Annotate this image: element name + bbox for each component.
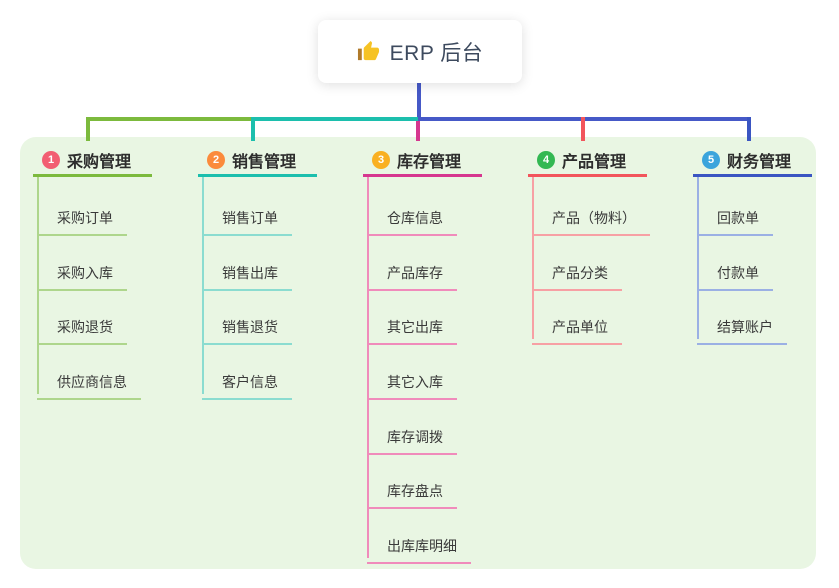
branch-header[interactable]: 3 库存管理 (363, 145, 482, 177)
root-connector-line (417, 83, 421, 121)
branch-number-badge: 2 (207, 150, 225, 169)
child-label: 库存调拨 (387, 429, 443, 445)
child-item[interactable]: 客户信息 (202, 348, 292, 400)
child-item[interactable]: 销售退货 (202, 293, 292, 345)
child-item[interactable]: 销售出库 (202, 239, 292, 291)
child-label: 出库库明细 (387, 538, 457, 554)
branch-connector-line (37, 177, 39, 394)
branch-label: 产品管理 (562, 153, 627, 171)
child-item[interactable]: 采购订单 (37, 184, 127, 236)
child-label: 产品库存 (387, 265, 443, 281)
child-item[interactable]: 仓库信息 (367, 184, 457, 236)
branch-number-badge: 4 (537, 150, 555, 169)
child-label: 采购订单 (57, 210, 113, 226)
child-item[interactable]: 产品单位 (532, 293, 622, 345)
branch-header[interactable]: 2 销售管理 (198, 145, 317, 177)
group-panel (20, 137, 816, 569)
child-item[interactable]: 采购退货 (37, 293, 127, 345)
child-label: 产品单位 (552, 319, 608, 335)
branch-header[interactable]: 5 财务管理 (693, 145, 812, 177)
child-label: 产品分类 (552, 265, 608, 281)
child-label: 供应商信息 (57, 374, 127, 390)
child-label: 销售出库 (222, 265, 278, 281)
child-label: 产品（物料） (552, 210, 636, 226)
child-item[interactable]: 出库库明细 (367, 512, 471, 564)
branch-number-badge: 3 (372, 150, 390, 169)
child-item[interactable]: 回款单 (697, 184, 773, 236)
branch-label: 库存管理 (397, 153, 462, 171)
root-node[interactable]: ERP 后台 (318, 20, 522, 83)
child-item[interactable]: 库存盘点 (367, 457, 457, 509)
child-label: 回款单 (717, 210, 759, 226)
child-item[interactable]: 其它出库 (367, 293, 457, 345)
branch-header[interactable]: 4 产品管理 (528, 145, 647, 177)
child-label: 客户信息 (222, 374, 278, 390)
root-title: ERP 后台 (389, 41, 484, 65)
child-item[interactable]: 产品库存 (367, 239, 457, 291)
child-label: 其它入库 (387, 374, 443, 390)
child-label: 采购入库 (57, 265, 113, 281)
child-label: 采购退货 (57, 319, 113, 335)
child-label: 库存盘点 (387, 483, 443, 499)
connector-drop-2 (251, 117, 255, 141)
branch-number-badge: 1 (42, 150, 60, 169)
child-label: 付款单 (717, 265, 759, 281)
child-label: 结算账户 (717, 319, 773, 335)
child-item[interactable]: 采购入库 (37, 239, 127, 291)
connector-h-segment-1 (86, 117, 253, 121)
connector-drop-3 (416, 121, 420, 141)
connector-drop-5 (747, 117, 751, 141)
child-item[interactable]: 付款单 (697, 239, 773, 291)
child-item[interactable]: 其它入库 (367, 348, 457, 400)
connector-h-segment-2 (253, 117, 418, 121)
thumbs-up-icon (357, 40, 380, 63)
child-item[interactable]: 产品（物料） (532, 184, 650, 236)
branch-connector-line (202, 177, 204, 394)
child-item[interactable]: 库存调拨 (367, 403, 457, 455)
child-item[interactable]: 产品分类 (532, 239, 622, 291)
branch-number-badge: 5 (702, 150, 720, 169)
branch-connector-line (532, 177, 534, 339)
child-label: 其它出库 (387, 319, 443, 335)
branch-label: 财务管理 (727, 153, 792, 171)
child-label: 仓库信息 (387, 210, 443, 226)
child-item[interactable]: 销售订单 (202, 184, 292, 236)
connector-drop-4 (581, 117, 585, 141)
branch-label: 销售管理 (232, 153, 297, 171)
branch-connector-line (697, 177, 699, 339)
branch-header[interactable]: 1 采购管理 (33, 145, 152, 177)
connector-drop-1 (86, 117, 90, 141)
child-item[interactable]: 结算账户 (697, 293, 787, 345)
branch-connector-line (367, 177, 369, 558)
child-item[interactable]: 供应商信息 (37, 348, 141, 400)
branch-label: 采购管理 (67, 153, 132, 171)
child-label: 销售退货 (222, 319, 278, 335)
child-label: 销售订单 (222, 210, 278, 226)
